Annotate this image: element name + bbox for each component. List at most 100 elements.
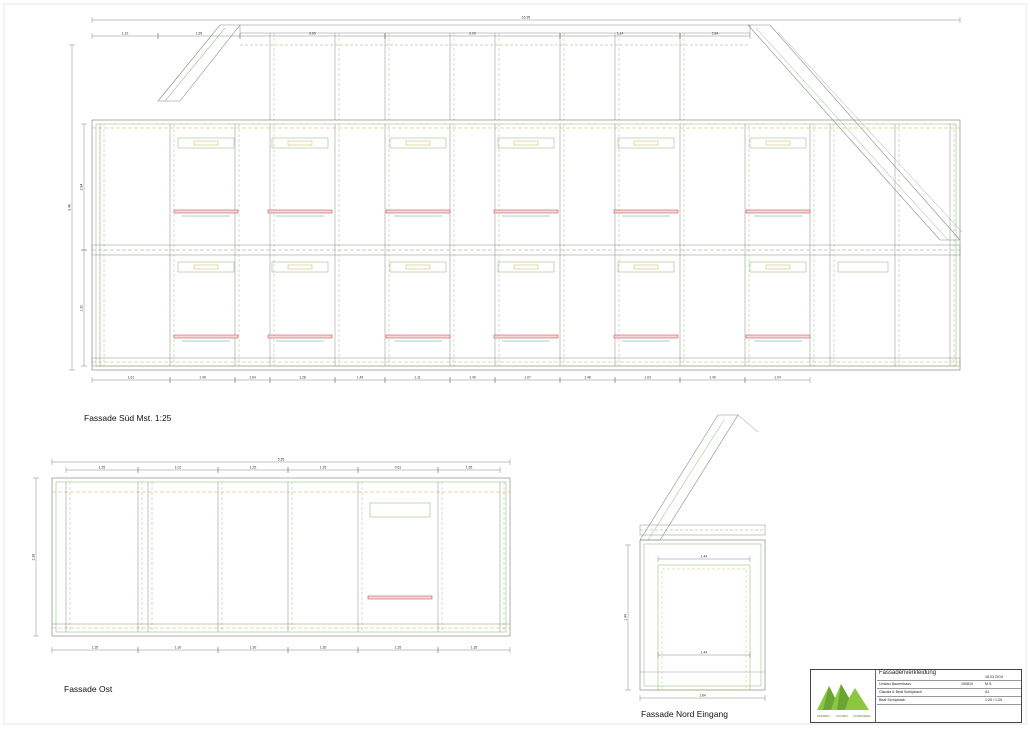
north-dimensions: 1.441.441.441.84 [624,544,766,701]
south-window-lintel [513,140,539,146]
south-window-head [749,261,807,273]
south-window-head [271,261,329,273]
east-facade-label: Fassade Ost [64,684,113,694]
east-height-dim-label: 2.36 [32,554,36,561]
south-bottom-dim-label: 1.61 [128,376,135,380]
south-left-gable [157,24,241,102]
south-window-head [497,137,555,149]
south-bottom-dim-label: 1.28 [299,376,306,380]
south-window-head [271,137,329,149]
south-window-lintel [193,140,219,146]
south-top-dim-label: 1.10 [122,32,129,36]
south-window-head [389,261,447,273]
south-window-head [497,261,555,273]
drawing-date: 18.03.2019 [985,675,1003,679]
east-bottom-dim-label: 1.35 [395,646,402,650]
south-window-head [837,261,889,273]
east-bottom-dim-label: 1.30 [175,646,182,650]
south-right-gable [747,24,961,241]
south-posts [99,124,955,366]
north-facade-label: Fassade Nord Eingang [641,709,728,719]
south-window-sill [493,334,559,339]
east-top-dim-label: 1.55 [466,466,473,470]
east-posts [65,482,505,632]
south-window-head [177,137,235,149]
logo-text-1: ZIMMEREI [817,714,830,718]
south-top-dim-label: 1.65 [196,32,203,36]
south-height-dim-label: 1.90 [80,305,84,312]
south-window-sill [173,334,239,339]
south-window-lintel [765,140,791,146]
east-total-dim-label: 5.35 [278,458,285,462]
east-top-dim-label: 1.25 [99,466,106,470]
drawing-title: Fassadenverkleidung [879,670,937,676]
south-window-lintel [193,264,219,270]
south-facade-label: Fassade Süd Mst. 1:25 [84,413,172,423]
south-window-lintel [633,264,659,270]
south-window-lintel [405,264,431,270]
south-window-sill [745,334,811,339]
plan-number: 190810 [961,682,973,686]
south-window-sill [613,334,679,339]
east-window-sill [367,595,433,600]
north-facade: 1.441.441.441.84 [624,414,766,701]
south-top-dim-label: 2.84 [712,32,719,36]
south-bottom-dim-label: 1.49 [199,376,206,380]
sheet-size: A1 [985,690,990,694]
south-window-sill [613,209,679,214]
south-window-sill [493,209,559,214]
title-block: ZIMMEREI HOLZBAU SCHREINEREI Fassadenver… [810,669,1022,723]
south-window-sill [745,209,811,214]
south-window-lintel [633,140,659,146]
east-bottom-dim-label: 1.30 [250,646,257,650]
south-bottom-dim-label: 1.49 [357,376,364,380]
south-top-dim-label: 1.14 [617,32,624,36]
author-name: Beat Schüpbach [879,698,906,702]
north-entrance [657,564,751,691]
south-window-lintel [287,264,313,270]
scale-value: 1:25 / 1:25 [985,698,1002,702]
east-top-dim-label: 1.25 [250,466,257,470]
east-outline [51,477,511,637]
south-height-dim-label: 3.46 [68,204,72,211]
mountain-logo-icon: ZIMMEREI HOLZBAU SCHREINEREI [817,684,871,718]
south-bottom-dim-label: 1.03 [644,376,651,380]
south-window-sill [385,334,451,339]
south-window-head [617,137,675,149]
east-bottom-dim-label: 1.35 [471,646,478,650]
south-bottom-dim-label: 1.07 [524,376,531,380]
south-window-sill [267,334,333,339]
north-outline [639,539,766,691]
south-window-head [177,261,235,273]
south-window-head [617,261,675,273]
south-window-lintel [765,264,791,270]
east-top-dim-label: 1.02 [175,466,182,470]
south-window-lintel [513,264,539,270]
project-name: Umbau Bauernhaus [879,682,911,686]
company-logo: ZIMMEREI HOLZBAU SCHREINEREI [811,670,876,722]
logo-text-3: SCHREINEREI [853,714,871,718]
south-height-dim-label: 2.84 [80,184,84,191]
south-window-sill [173,209,239,214]
east-bottom-dim-label: 1.35 [92,646,99,650]
south-bottom-dim-label: 1.49 [709,376,716,380]
east-top-dim-label: 1.25 [320,466,327,470]
south-window-head [389,137,447,149]
south-gable-posts [269,33,685,120]
north-height-dim-label: 1.44 [624,614,628,621]
south-bottom-dim-label: 1.64 [249,376,256,380]
client-name: Claudia & Beat Schüpbach [879,690,922,694]
sheet-border [3,3,1027,725]
title-block-info: Fassadenverkleidung 18.03.2019 Umbau Bau… [877,670,1021,722]
logo-text-2: HOLZBAU [836,714,848,718]
south-bottom-dim-label: 1.04 [774,376,781,380]
east-bottom-dim-label: 1.35 [320,646,327,650]
north-mid-dim-label: 1.44 [701,651,708,655]
drawn-by-abbr: M.S. [985,682,993,686]
south-windows [173,137,889,342]
